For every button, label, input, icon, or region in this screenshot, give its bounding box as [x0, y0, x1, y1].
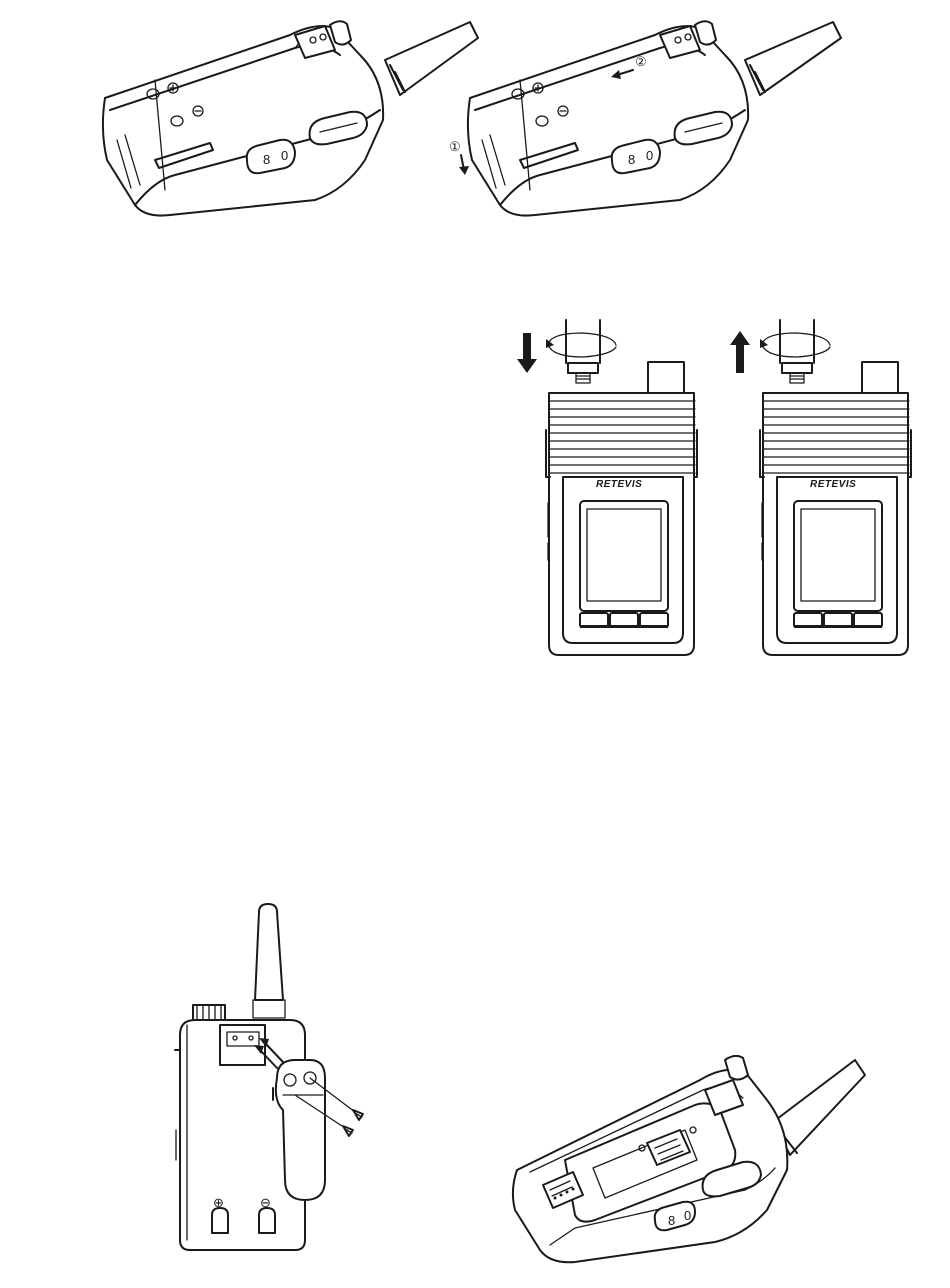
- key-label-0: 0: [281, 148, 288, 163]
- front-keys: [794, 613, 882, 628]
- arrow-down-icon: [517, 333, 537, 373]
- battery-contact-plus: [168, 83, 178, 93]
- antenna: [253, 904, 285, 1018]
- radio-back-open-figure: 8 0 ① ②: [445, 10, 865, 220]
- step-2-label: ②: [635, 54, 647, 69]
- key-label-0: 0: [646, 148, 653, 163]
- display-screen: [580, 501, 668, 611]
- key-label-8: 8: [668, 1213, 675, 1228]
- step-1-arrow: ①: [449, 139, 469, 175]
- antenna-remove-figure: RETEVIS: [722, 315, 927, 660]
- antenna-install-figure: RETEVIS: [508, 315, 713, 660]
- key-label-8: 8: [263, 152, 270, 167]
- belt-clip-figure: ⊕ ⊖: [165, 900, 380, 1260]
- antenna-piece: [546, 320, 616, 383]
- battery-contact-plus: [533, 83, 543, 93]
- key-label-8: 8: [628, 152, 635, 167]
- display-screen: [794, 501, 882, 611]
- brand-logo: RETEVIS: [810, 479, 856, 490]
- antenna-piece: [760, 320, 830, 383]
- key-label-0: 0: [684, 1208, 691, 1223]
- antenna: [773, 1060, 865, 1155]
- radio-back-closed-figure: 8 0: [95, 10, 480, 220]
- battery-compartment-figure: 8 0: [505, 1050, 880, 1265]
- antenna-base: [648, 362, 684, 394]
- front-keys: [580, 613, 668, 628]
- radio-front-body: RETEVIS: [546, 393, 697, 655]
- brand-logo: RETEVIS: [596, 479, 642, 490]
- arrow-up-icon: [730, 331, 750, 373]
- antenna-base: [862, 362, 898, 394]
- step-1-label: ①: [449, 139, 461, 154]
- clip-mount: [220, 1025, 265, 1065]
- radio-front-body: RETEVIS: [760, 393, 911, 655]
- antenna: [745, 22, 841, 95]
